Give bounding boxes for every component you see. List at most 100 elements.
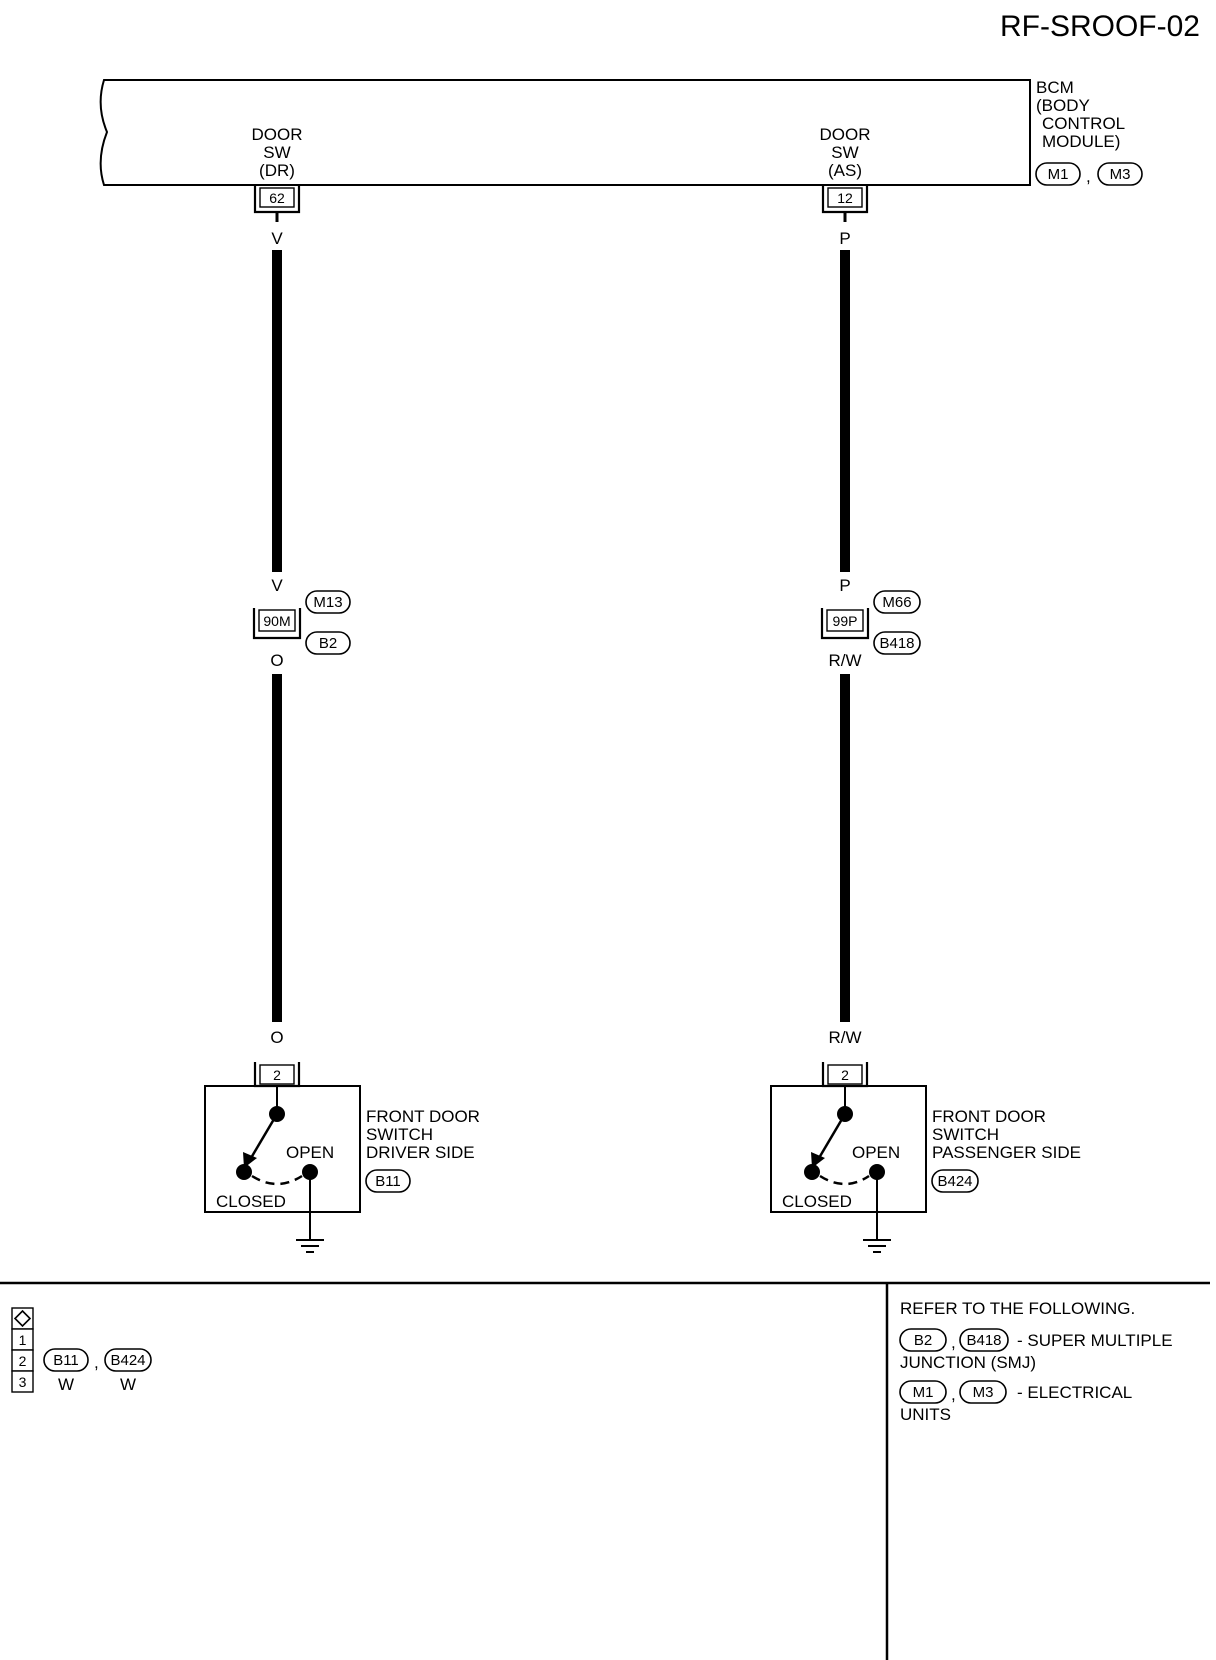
- svg-text:B2: B2: [319, 635, 337, 652]
- circuit-driver-side: DOOR SW (DR) 62 V V 90M M13 B2 O O: [204, 125, 480, 1253]
- connector-color: W: [58, 1375, 74, 1394]
- svg-text:DRIVER SIDE: DRIVER SIDE: [366, 1143, 475, 1162]
- svg-text:2: 2: [273, 1067, 281, 1083]
- svg-text:MODULE): MODULE): [1042, 132, 1120, 151]
- closed-label: CLOSED: [782, 1192, 852, 1211]
- diamond-icon: [13, 1309, 32, 1328]
- svg-text:SW: SW: [831, 143, 858, 162]
- open-label: OPEN: [286, 1143, 334, 1162]
- connector-pill-b424: B424: [931, 1169, 979, 1193]
- connector-pill-b424: B424: [104, 1348, 152, 1372]
- bcm-connector-pill-m1: M1: [1035, 162, 1081, 186]
- table-row-number: 2: [19, 1353, 27, 1369]
- connector-pill-b2: B2: [305, 631, 351, 655]
- joint-connector: 99P: [820, 608, 870, 640]
- svg-text:PASSENGER SIDE: PASSENGER SIDE: [932, 1143, 1081, 1162]
- svg-text:B11: B11: [53, 1352, 79, 1369]
- svg-text:(BODY: (BODY: [1036, 96, 1090, 115]
- svg-text:SW: SW: [263, 143, 290, 162]
- reference-item-electrical-units: M1 , M3 - ELECTRICAL UNITS: [899, 1380, 1132, 1424]
- wire-color-label: P: [839, 576, 850, 595]
- svg-text:SWITCH: SWITCH: [932, 1125, 999, 1144]
- table-row-number: 1: [19, 1332, 27, 1348]
- svg-text:M3: M3: [973, 1384, 994, 1401]
- svg-text:90M: 90M: [263, 613, 290, 629]
- open-label: OPEN: [852, 1143, 900, 1162]
- front-door-switch-passenger-side: OPEN CLOSED: [770, 1085, 927, 1240]
- svg-text:SWITCH: SWITCH: [366, 1125, 433, 1144]
- bcm-connector-separator: ,: [1086, 167, 1091, 186]
- svg-text:62: 62: [269, 190, 285, 206]
- connector-pill-m66: M66: [873, 590, 921, 614]
- svg-text:FRONT DOOR: FRONT DOOR: [366, 1107, 480, 1126]
- bcm-connector-pill-m3: M3: [1097, 162, 1143, 186]
- table-row-number: 3: [19, 1374, 27, 1390]
- connector-pill-b418: B418: [959, 1328, 1009, 1352]
- reference-item-smj: B2 , B418 - SUPER MULTIPLE JUNCTION (SMJ…: [899, 1328, 1173, 1372]
- bcm-module-box: [99, 79, 1031, 186]
- svg-text:M1: M1: [1048, 166, 1069, 183]
- svg-text:,: ,: [951, 1333, 956, 1352]
- svg-text:JUNCTION (SMJ): JUNCTION (SMJ): [900, 1353, 1036, 1372]
- ground-icon: [863, 1239, 891, 1253]
- svg-text:DOOR: DOOR: [820, 125, 871, 144]
- wire-color-label: O: [270, 651, 283, 670]
- svg-text:B424: B424: [937, 1173, 972, 1190]
- wire-color-label: V: [271, 229, 283, 248]
- bcm-label: BCM (BODY CONTROL MODULE): [1036, 78, 1125, 151]
- connector-pill-b11: B11: [365, 1169, 411, 1193]
- svg-text:M13: M13: [313, 594, 342, 611]
- svg-text:(AS): (AS): [828, 161, 862, 180]
- connector-table: 1 2 3 B11 , B424 W W: [11, 1307, 152, 1394]
- connector-pill-m3: M3: [959, 1380, 1007, 1404]
- svg-text:2: 2: [841, 1067, 849, 1083]
- connector-pill-b2: B2: [899, 1328, 947, 1352]
- connector-pill-m13: M13: [305, 590, 351, 614]
- bcm-pin-connector: 62: [253, 186, 301, 214]
- terminal-label: DOOR SW (AS): [820, 125, 871, 180]
- svg-text:B418: B418: [966, 1332, 1001, 1349]
- ground-icon: [296, 1239, 324, 1253]
- connector-separator: ,: [94, 1353, 99, 1372]
- switch-pin-connector: 2: [253, 1062, 301, 1088]
- switch-pin-connector: 2: [821, 1062, 869, 1088]
- svg-text:FRONT DOOR: FRONT DOOR: [932, 1107, 1046, 1126]
- circuit-passenger-side: DOOR SW (AS) 12 P P 99P M66 B418 R/W R/W: [770, 125, 1081, 1253]
- front-door-switch-driver-side: OPEN CLOSED: [204, 1085, 361, 1240]
- wire-color-label: V: [271, 576, 283, 595]
- connector-pill-b418: B418: [873, 631, 921, 655]
- wire-color-label: P: [839, 229, 850, 248]
- svg-text:12: 12: [837, 190, 853, 206]
- wire-color-label: R/W: [828, 651, 861, 670]
- connector-pill-m1: M1: [899, 1380, 947, 1404]
- connector-pill-b11: B11: [43, 1348, 89, 1372]
- svg-text:BCM: BCM: [1036, 78, 1074, 97]
- wire-color-label: O: [270, 1028, 283, 1047]
- svg-text:(DR): (DR): [259, 161, 295, 180]
- svg-text:B418: B418: [879, 635, 914, 652]
- svg-text:,: ,: [951, 1385, 956, 1404]
- svg-text:B2: B2: [914, 1332, 932, 1349]
- svg-text:B11: B11: [375, 1173, 401, 1190]
- svg-text:CONTROL: CONTROL: [1042, 114, 1125, 133]
- wire-color-label: R/W: [828, 1028, 861, 1047]
- switch-name-label: FRONT DOOR SWITCH DRIVER SIDE: [366, 1107, 480, 1162]
- diagram-title: RF-SROOF-02: [1000, 10, 1200, 43]
- references-heading: REFER TO THE FOLLOWING.: [900, 1299, 1135, 1318]
- svg-text:B424: B424: [110, 1352, 145, 1369]
- svg-text:M1: M1: [913, 1384, 934, 1401]
- switch-name-label: FRONT DOOR SWITCH PASSENGER SIDE: [932, 1107, 1081, 1162]
- joint-connector: 90M: [252, 608, 302, 640]
- svg-text:M66: M66: [882, 594, 911, 611]
- svg-text:UNITS: UNITS: [900, 1405, 951, 1424]
- connector-color: W: [120, 1375, 136, 1394]
- closed-label: CLOSED: [216, 1192, 286, 1211]
- svg-text:DOOR: DOOR: [252, 125, 303, 144]
- svg-text:- SUPER MULTIPLE: - SUPER MULTIPLE: [1017, 1331, 1173, 1350]
- svg-text:M3: M3: [1110, 166, 1131, 183]
- svg-text:- ELECTRICAL: - ELECTRICAL: [1017, 1383, 1132, 1402]
- svg-text:99P: 99P: [833, 613, 858, 629]
- terminal-label: DOOR SW (DR): [252, 125, 303, 180]
- references-panel: REFER TO THE FOLLOWING. B2 , B418 - SUPE…: [899, 1299, 1173, 1424]
